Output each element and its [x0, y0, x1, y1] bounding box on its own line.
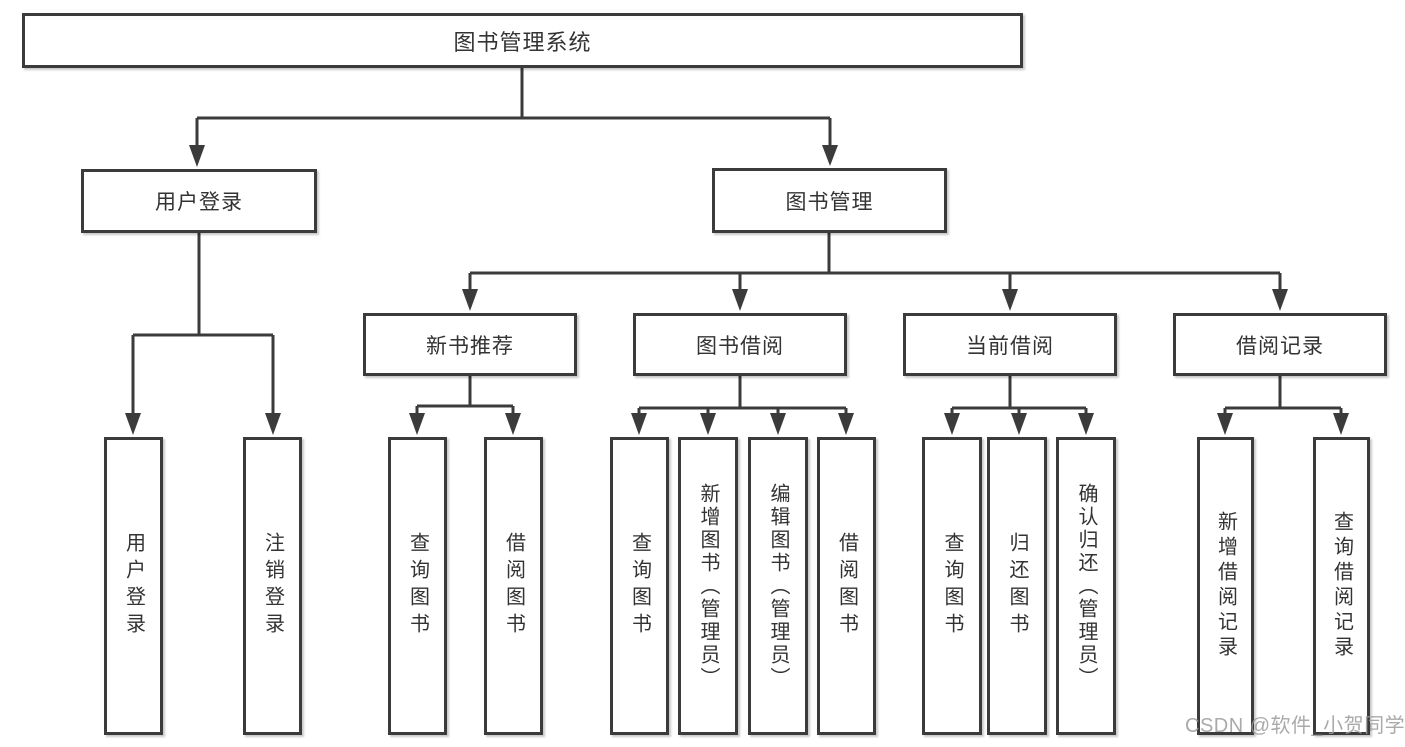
node-book-management: 图书管理 — [712, 168, 947, 233]
node-label: 借阅图书 — [502, 532, 525, 640]
node-label: 查询借阅记录 — [1330, 511, 1353, 661]
node-label: 用户登录 — [155, 191, 243, 214]
node-root-library-system: 图书管理系统 — [22, 13, 1023, 68]
connector-book-borrow — [637, 376, 848, 417]
node-label: 图书借阅 — [696, 334, 784, 358]
node-borrow-records: 借阅记录 — [1173, 313, 1387, 376]
node-label: 归还图书 — [1006, 532, 1028, 640]
node-label: 查询图书 — [941, 532, 963, 640]
leaf-query-borrow-record: 查询借阅记录 — [1313, 437, 1370, 735]
leaf-query-books-recommend: 查询图书 — [388, 437, 447, 735]
node-label: 借阅记录 — [1236, 334, 1324, 358]
connector-book-mgmt — [468, 233, 1282, 293]
node-label: 确认归还（管理员） — [1075, 482, 1097, 690]
node-label: 用户登录 — [122, 532, 145, 640]
node-user-login: 用户登录 — [81, 169, 317, 233]
leaf-borrow-books: 借阅图书 — [817, 437, 876, 735]
node-current-borrow: 当前借阅 — [903, 313, 1117, 376]
leaf-query-books-current: 查询图书 — [922, 437, 982, 735]
node-label: 图书管理 — [785, 190, 874, 214]
node-new-book-recommend: 新书推荐 — [363, 313, 577, 376]
connector-new-book — [415, 376, 515, 417]
node-label: 注销登录 — [261, 532, 284, 640]
leaf-edit-book-admin: 编辑图书（管理员） — [748, 437, 808, 735]
leaf-add-book-admin: 新增图书（管理员） — [678, 437, 738, 735]
node-label: 新书推荐 — [426, 334, 514, 358]
node-label: 借阅图书 — [835, 532, 858, 640]
node-book-borrow: 图书借阅 — [633, 313, 847, 376]
leaf-query-books-borrow: 查询图书 — [610, 437, 669, 735]
leaf-confirm-return-admin: 确认归还（管理员） — [1056, 437, 1116, 735]
connector-current-borrow — [950, 376, 1088, 417]
leaf-user-login: 用户登录 — [104, 437, 163, 735]
node-label: 当前借阅 — [966, 334, 1054, 358]
watermark: CSDN @软件_小贺同学 — [1185, 715, 1405, 737]
leaf-borrow-books-recommend: 借阅图书 — [484, 437, 543, 735]
node-label: 查询图书 — [406, 532, 429, 640]
node-label: 图书管理系统 — [453, 29, 592, 55]
connector-borrow-record — [1223, 376, 1343, 417]
leaf-return-book: 归还图书 — [987, 437, 1047, 735]
connector-root — [195, 68, 832, 148]
leaf-add-borrow-record: 新增借阅记录 — [1197, 437, 1254, 735]
node-label: 编辑图书（管理员） — [767, 482, 789, 690]
node-label: 新增图书（管理员） — [697, 482, 719, 690]
node-label: 新增借阅记录 — [1214, 511, 1237, 661]
leaf-logout: 注销登录 — [243, 437, 302, 735]
node-label: 查询图书 — [628, 532, 651, 640]
connector-user-login — [131, 233, 275, 417]
